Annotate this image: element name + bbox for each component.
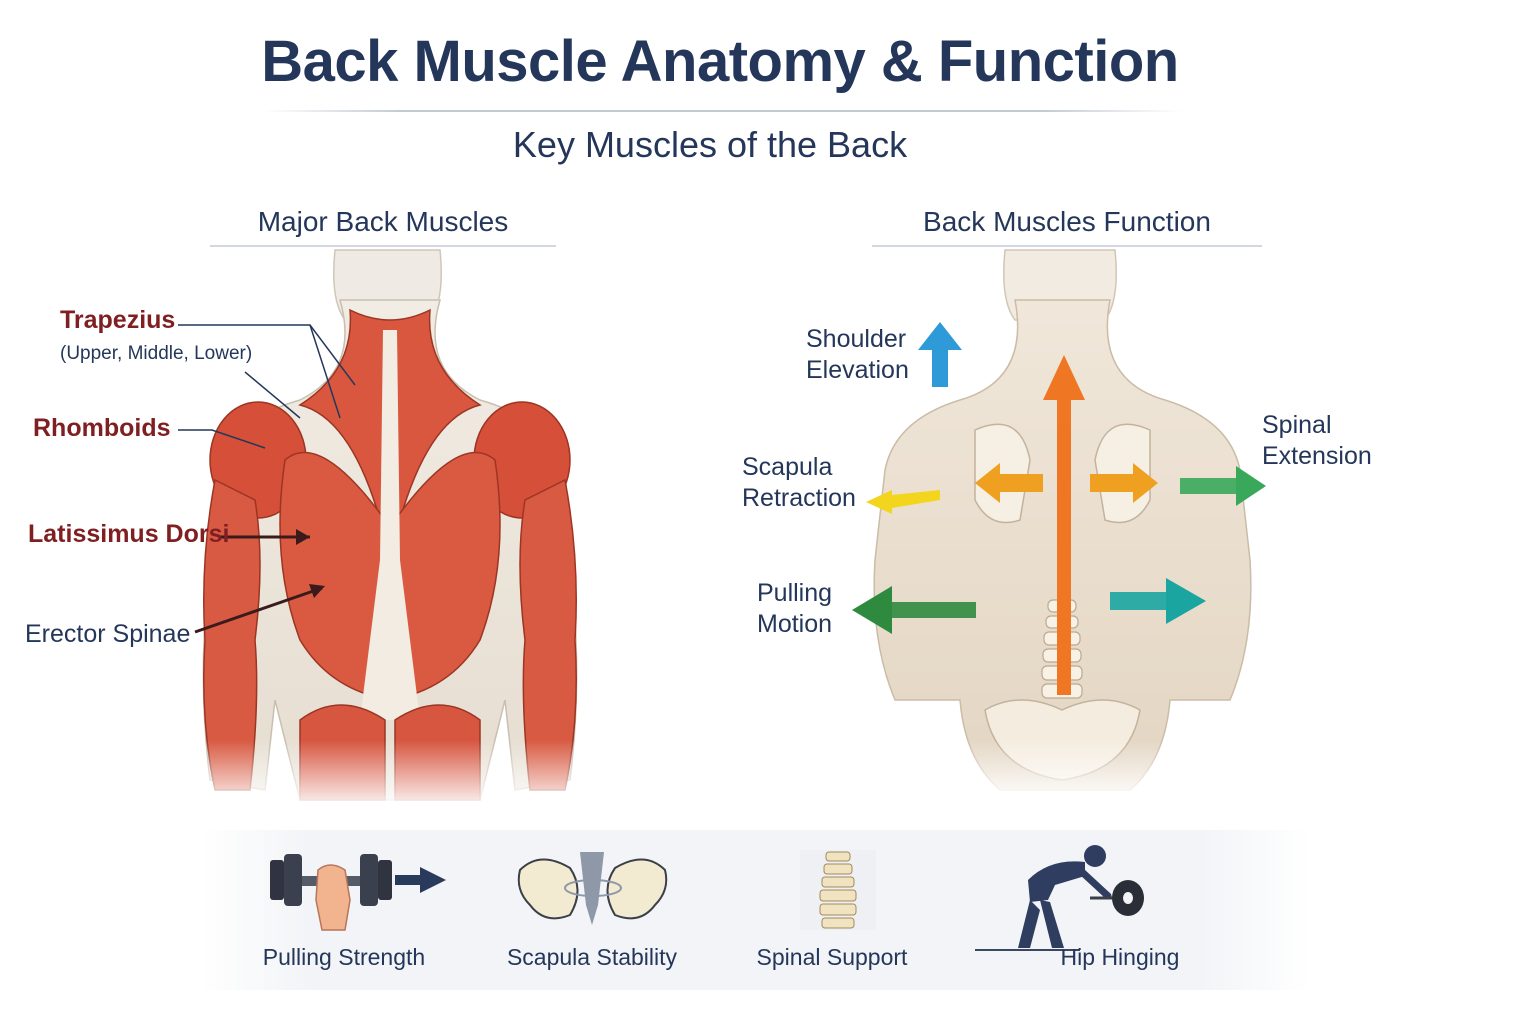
- label-spinal-extension: Spinal Extension: [1262, 411, 1372, 470]
- pulling-motion-arrow: [852, 586, 976, 634]
- right-panel-divider: [872, 245, 1262, 247]
- title-divider: [262, 110, 1182, 112]
- caption-scapula-stability: Scapula Stability: [506, 944, 678, 970]
- scapula-icon: [517, 852, 668, 925]
- page-title: Back Muscle Anatomy & Function: [261, 29, 1179, 94]
- spine-icon: [800, 850, 876, 930]
- page-subtitle: Key Muscles of the Back: [512, 124, 908, 165]
- caption-hip-hinging: Hip Hinging: [1060, 944, 1180, 970]
- hip-hinge-icon: [975, 845, 1144, 951]
- scapula-retraction-arrow-left: [975, 463, 1043, 503]
- spinal-extension-arrow: [1043, 355, 1085, 695]
- label-pulling-motion: Pulling Motion: [757, 579, 833, 638]
- shoulder-elevation-arrow: [918, 322, 962, 387]
- right-panel-heading: Back Muscles Function: [923, 206, 1211, 237]
- label-trapezius: Trapezius: [60, 306, 176, 334]
- label-latissimus-dorsi: Latissimus Dorsi: [28, 520, 230, 548]
- caption-pulling-strength: Pulling Strength: [262, 944, 426, 970]
- left-panel-heading: Major Back Muscles: [257, 206, 509, 237]
- teal-arrow: [1110, 578, 1206, 624]
- left-panel-divider: [210, 245, 556, 247]
- label-rhomboids: Rhomboids: [33, 414, 171, 442]
- caption-spinal-support: Spinal Support: [756, 944, 908, 970]
- retraction-yellow-arrow: [866, 490, 940, 514]
- label-scapula-retraction: Scapula Retraction: [742, 453, 856, 512]
- dumbbell-icon: [270, 854, 446, 931]
- label-trapezius-parts: (Upper, Middle, Lower): [60, 343, 253, 364]
- extension-green-arrow: [1180, 466, 1266, 506]
- label-shoulder-elevation: Shoulder Elevation: [806, 325, 909, 384]
- scapula-retraction-arrow-right: [1090, 463, 1158, 503]
- label-erector-spinae: Erector Spinae: [25, 620, 191, 648]
